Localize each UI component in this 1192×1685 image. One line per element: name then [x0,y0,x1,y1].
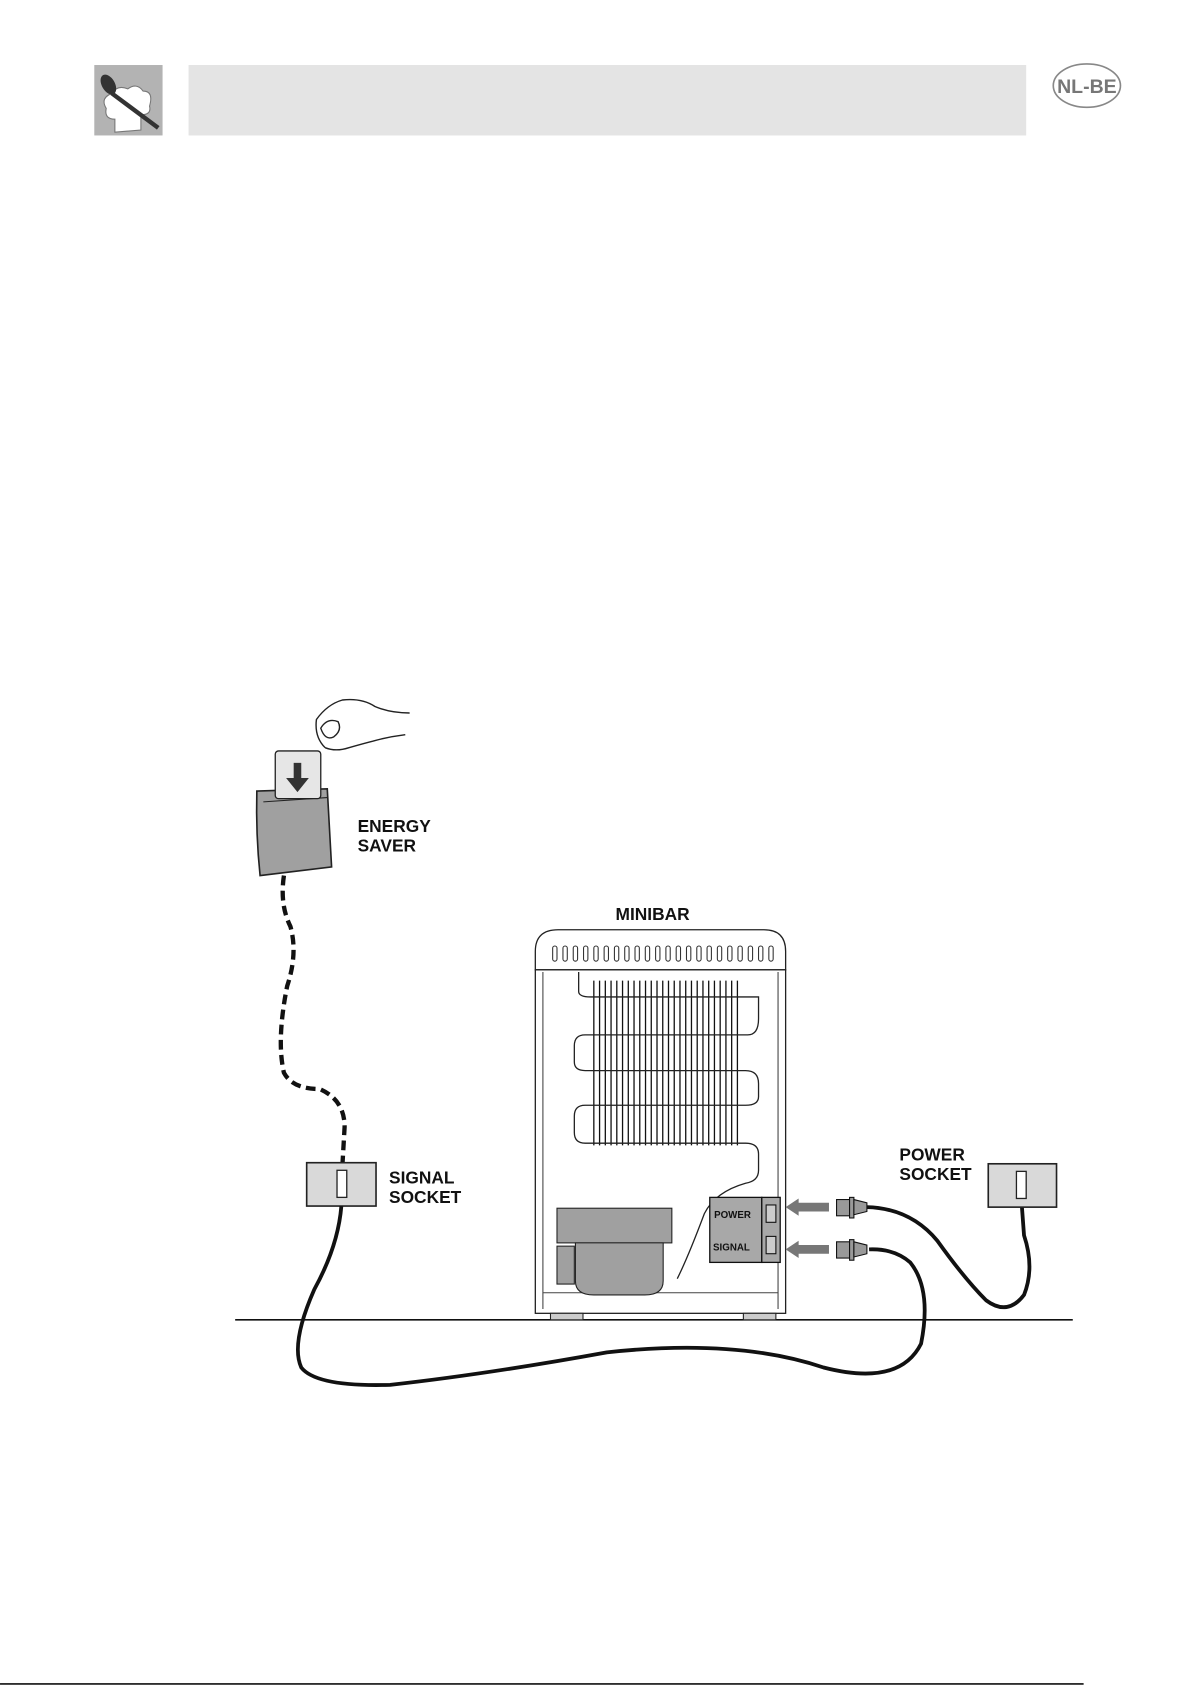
vent-slot [613,945,620,962]
power-port-icon [765,1204,777,1223]
vent-slot [675,945,682,962]
signal-plug [836,1239,868,1261]
vent-slot [655,945,661,962]
vent-slot [624,945,630,962]
power-cable [866,1205,1032,1310]
vent-slot [757,945,764,962]
left-arrow-icon [785,1240,829,1259]
vent-slot [696,945,702,962]
power-socket-label-line1: POWER [899,1145,965,1165]
vent-slot [768,945,774,962]
signal-socket [305,1161,377,1207]
down-arrow-icon [286,762,309,793]
energy-saver-label-line1: ENERGY [358,816,432,836]
power-socket [987,1162,1058,1208]
vent-slot [634,945,640,962]
header-logo [94,65,163,136]
vent-slot [747,945,754,962]
signal-cable [295,1205,927,1387]
vent-slot [582,945,589,962]
signal-socket-label-line2: SOCKET [389,1187,462,1207]
language-badge: NL-BE [1052,63,1122,109]
energy-saver-label-line2: SAVER [358,836,417,856]
vent-slot [603,945,610,962]
hand-icon [315,698,410,751]
minibar [534,929,787,1321]
vent-slot [665,945,671,962]
power-plug [836,1196,868,1219]
svg-text:NL-BE: NL-BE [1057,76,1117,98]
signal-port-icon [765,1235,777,1255]
condenser-tube [573,971,760,1279]
vent-slot [572,945,579,962]
signal-socket-label-line1: SIGNAL [389,1167,455,1187]
minibar-label: MINIBAR [616,904,691,924]
energy-saver-cable [278,875,347,1165]
compressor [556,1207,673,1296]
vent-slot [685,945,692,962]
header-bar [188,65,1027,136]
vent-slot [593,945,599,962]
connector-panel: POWER SIGNAL [709,1196,781,1264]
vent-slot [727,945,733,962]
vent-slot [737,945,743,962]
vent-slot [562,945,568,962]
vent-slot [716,945,723,962]
panel-signal-label: SIGNAL [713,1242,750,1253]
panel-power-label: POWER [714,1210,751,1221]
vent-slot [706,945,712,962]
vent-slot [552,945,558,962]
vent-slot [644,945,651,962]
energy-saver-device [255,698,410,877]
left-arrow-icon [785,1198,829,1216]
power-socket-label-line2: SOCKET [899,1164,972,1184]
